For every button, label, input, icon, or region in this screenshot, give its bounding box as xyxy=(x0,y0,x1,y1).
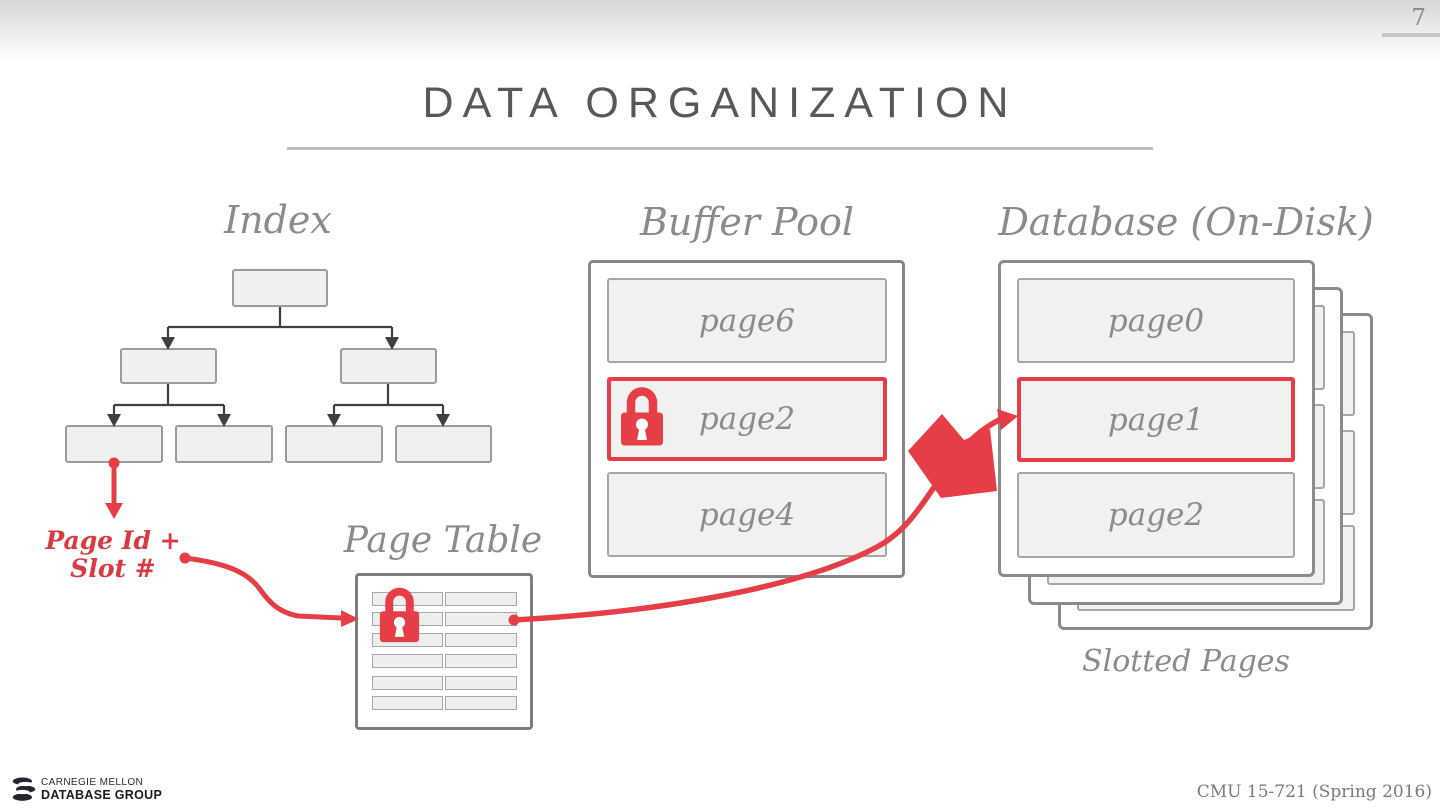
database-label: Database (On-Disk) xyxy=(998,200,1374,244)
index-leaf-node-1 xyxy=(65,425,163,463)
database-page-row: page2 xyxy=(1017,472,1295,558)
page-id-line2: Slot # xyxy=(70,554,156,583)
page-table-cell xyxy=(445,676,517,690)
page-id-callout: Page Id + Slot # xyxy=(38,527,188,583)
big-transfer-arrow-icon xyxy=(908,414,997,498)
index-inner-node-right xyxy=(340,348,437,384)
database-sheet-front: page0 page1 page2 xyxy=(998,260,1315,577)
index-label: Index xyxy=(224,198,332,242)
title-rule xyxy=(287,147,1153,150)
page-table-cell xyxy=(372,592,443,606)
leaf-to-pageid-arrow xyxy=(105,457,123,519)
page-number-underline xyxy=(1382,33,1440,37)
logo-text: CARNEGIE MELLON DATABASE GROUP xyxy=(41,778,162,802)
page-table-cell xyxy=(372,654,443,668)
page-table-row xyxy=(372,676,517,690)
cmu-db-logo: CARNEGIE MELLON DATABASE GROUP xyxy=(12,776,162,804)
page-table-row xyxy=(372,654,517,668)
slotted-pages-caption: Slotted Pages xyxy=(1082,644,1290,679)
page-table-cell xyxy=(372,676,443,690)
course-label: CMU 15-721 (Spring 2016) xyxy=(1196,782,1432,802)
page-number: 7 xyxy=(1411,5,1426,31)
index-root-node xyxy=(232,269,328,307)
index-leaf-node-4 xyxy=(395,425,492,463)
index-leaf-node-3 xyxy=(285,425,383,463)
buffer-pool-label: Buffer Pool xyxy=(640,200,854,244)
page-table-cell xyxy=(445,612,517,626)
buffer-pool-container: page6 page2 page4 xyxy=(588,260,905,578)
page-table-cell xyxy=(372,612,443,626)
page-table-cell xyxy=(445,654,517,668)
buffer-pool-page-row-locked: page2 xyxy=(607,377,887,461)
buffer-pool-page-row: page6 xyxy=(607,278,887,363)
page-table-cell xyxy=(445,633,517,647)
database-page-row: page0 xyxy=(1017,278,1295,363)
index-leaf-node-2 xyxy=(175,425,273,463)
database-cylinder-icon xyxy=(12,777,36,801)
logo-line2: DATABASE GROUP xyxy=(41,788,163,803)
pageid-to-pagetable-curve xyxy=(179,552,359,627)
logo-line1: CARNEGIE MELLON xyxy=(41,777,144,789)
page-table-label: Page Table xyxy=(343,520,543,561)
page-table-cell xyxy=(372,633,443,647)
index-inner-node-left xyxy=(120,348,217,384)
slide-title: DATA ORGANIZATION xyxy=(422,79,1018,127)
page-table-box xyxy=(355,573,533,730)
page-table-cell xyxy=(445,696,517,710)
database-page-row-highlighted: page1 xyxy=(1017,377,1295,462)
page-table-row xyxy=(372,696,517,710)
header-gradient xyxy=(0,0,1440,58)
page-table-cell xyxy=(372,696,443,710)
page-table-cell xyxy=(445,592,517,606)
buffer-pool-page-row: page4 xyxy=(607,472,887,557)
page-id-line1: Page Id + xyxy=(45,526,181,555)
page-table-row xyxy=(372,592,517,606)
page-table-row xyxy=(372,633,517,647)
page-table-row xyxy=(372,612,517,626)
